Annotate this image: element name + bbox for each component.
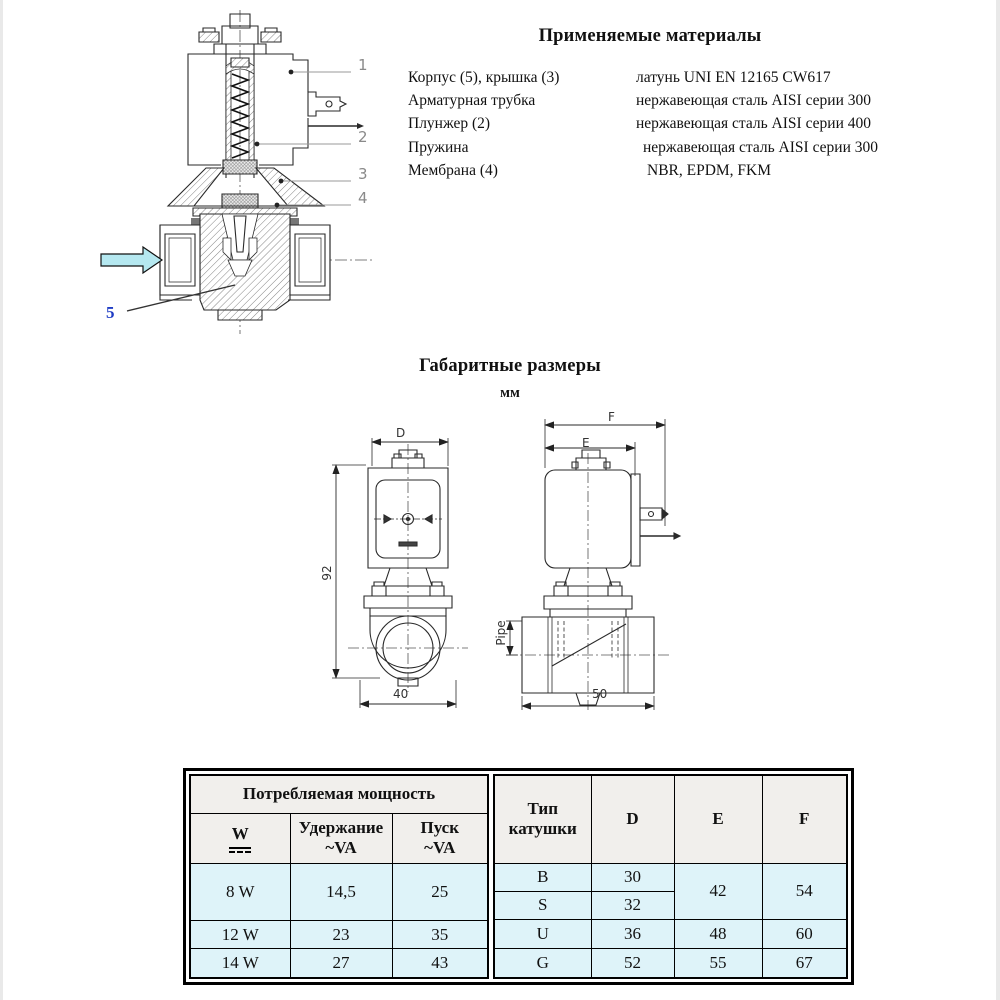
power-header-start-unit: ~VA (424, 838, 456, 858)
dim-label-92: 92 (320, 565, 334, 581)
material-value: нержавеющая сталь AISI серии 300 (643, 138, 878, 156)
power-header-start: Пуск ~VA (391, 812, 489, 864)
spec-tables-frame: Потребляемая мощность W Удержание ~VA Пу… (183, 768, 854, 985)
dim-label-40: 40 (393, 687, 409, 701)
power-table-title: Потребляемая мощность (189, 774, 489, 814)
coil-cell-type: U (493, 918, 592, 949)
power-cell-hold: 14,5 (289, 862, 393, 922)
dim-label-50: 50 (592, 687, 608, 701)
coil-cell-e: 42 (673, 862, 763, 920)
dim-label-e: E (582, 436, 590, 450)
material-part: Пружина (408, 138, 469, 156)
power-cell-w: 12 W (189, 920, 291, 950)
power-header-w: W (189, 812, 291, 864)
power-header-hold: Удержание ~VA (289, 812, 393, 864)
coil-cell-type: G (493, 947, 592, 979)
dc-current-icon (229, 846, 252, 853)
coil-cell-e: 55 (673, 947, 763, 979)
coil-cell-d: 52 (590, 947, 675, 979)
coil-header-e: E (673, 774, 763, 864)
power-cell-start: 25 (391, 862, 489, 922)
table-row: G 52 55 67 (493, 947, 848, 979)
power-cell-hold: 23 (289, 920, 393, 950)
material-part: Плунжер (2) (408, 115, 491, 133)
power-cell-start: 35 (391, 920, 489, 950)
coil-cell-type: S (493, 890, 592, 920)
coil-cell-d: 36 (590, 918, 675, 949)
side-view-drawing (488, 408, 703, 718)
power-header-w-label: W (231, 823, 249, 843)
material-value: латунь UNI EN 12165 CW617 (636, 69, 831, 86)
coil-cell-e: 48 (673, 918, 763, 949)
materials-title: Применяемые материалы (538, 26, 762, 46)
power-header-start-label: Пуск (420, 818, 460, 838)
dimensions-unit: мм (500, 385, 520, 401)
callout-1: 1 (358, 56, 368, 74)
dim-label-pipe: Pipe (494, 620, 508, 646)
coil-cell-f: 60 (761, 918, 848, 949)
table-row: 12 W 23 35 (189, 920, 489, 950)
table-row: 14 W 27 43 (189, 948, 489, 979)
coil-cell-d: 30 (590, 862, 675, 892)
callout-dots (254, 69, 294, 208)
material-part: Мембрана (4) (408, 161, 498, 179)
power-header-hold-unit: ~VA (325, 838, 357, 858)
front-view-drawing (320, 420, 485, 720)
power-header-hold-label: Удержание (298, 818, 384, 838)
material-part: Корпус (5), крышка (3) (408, 69, 560, 86)
callout-2: 2 (358, 128, 368, 146)
left-scan-edge (0, 0, 3, 1000)
callout-leader-lines (127, 72, 351, 311)
coil-cell-d: 32 (590, 890, 675, 920)
callout-5: 5 (106, 303, 115, 322)
coil-cell-f: 54 (761, 862, 848, 920)
right-scan-edge (996, 0, 1000, 1000)
callout-4: 4 (358, 189, 368, 207)
coil-header-type: Тип катушки (493, 774, 592, 864)
table-row: U 36 48 60 (493, 918, 848, 949)
coil-cell-f: 67 (761, 947, 848, 979)
table-row: B 30 42 54 (493, 862, 848, 920)
material-value: нержавеющая сталь AISI серии 300 (636, 92, 871, 110)
coil-header-d: D (590, 774, 675, 864)
flow-direction-arrow (101, 247, 162, 273)
valve-outline-group (115, 10, 373, 334)
material-value: NBR, EPDM, FKM (647, 161, 772, 179)
power-consumption-table: Потребляемая мощность W Удержание ~VA Пу… (189, 774, 489, 979)
callout-3: 3 (358, 165, 368, 183)
table-row: S 32 (493, 890, 847, 920)
dimensions-title: Габаритные размеры (419, 356, 601, 376)
power-cell-hold: 27 (289, 948, 393, 979)
power-cell-w: 8 W (189, 862, 291, 922)
valve-cross-section-drawing (95, 8, 395, 338)
dim-label-d: D (396, 426, 406, 440)
power-cell-start: 43 (391, 948, 489, 979)
table-row: 8 W 14,5 25 (189, 862, 489, 922)
coil-dimensions-table: Тип катушки D E F B 30 42 54 S 32 U 36 4… (493, 774, 848, 979)
material-value: нержавеющая сталь AISI серии 400 (636, 115, 871, 133)
coil-header-f: F (761, 774, 848, 864)
materials-list: Корпус (5), крышка (3) латунь UNI EN 121… (408, 66, 878, 182)
material-part: Арматурная трубка (408, 92, 536, 110)
coil-cell-type: B (493, 862, 592, 892)
power-cell-w: 14 W (189, 948, 291, 979)
dim-label-f: F (608, 410, 615, 424)
